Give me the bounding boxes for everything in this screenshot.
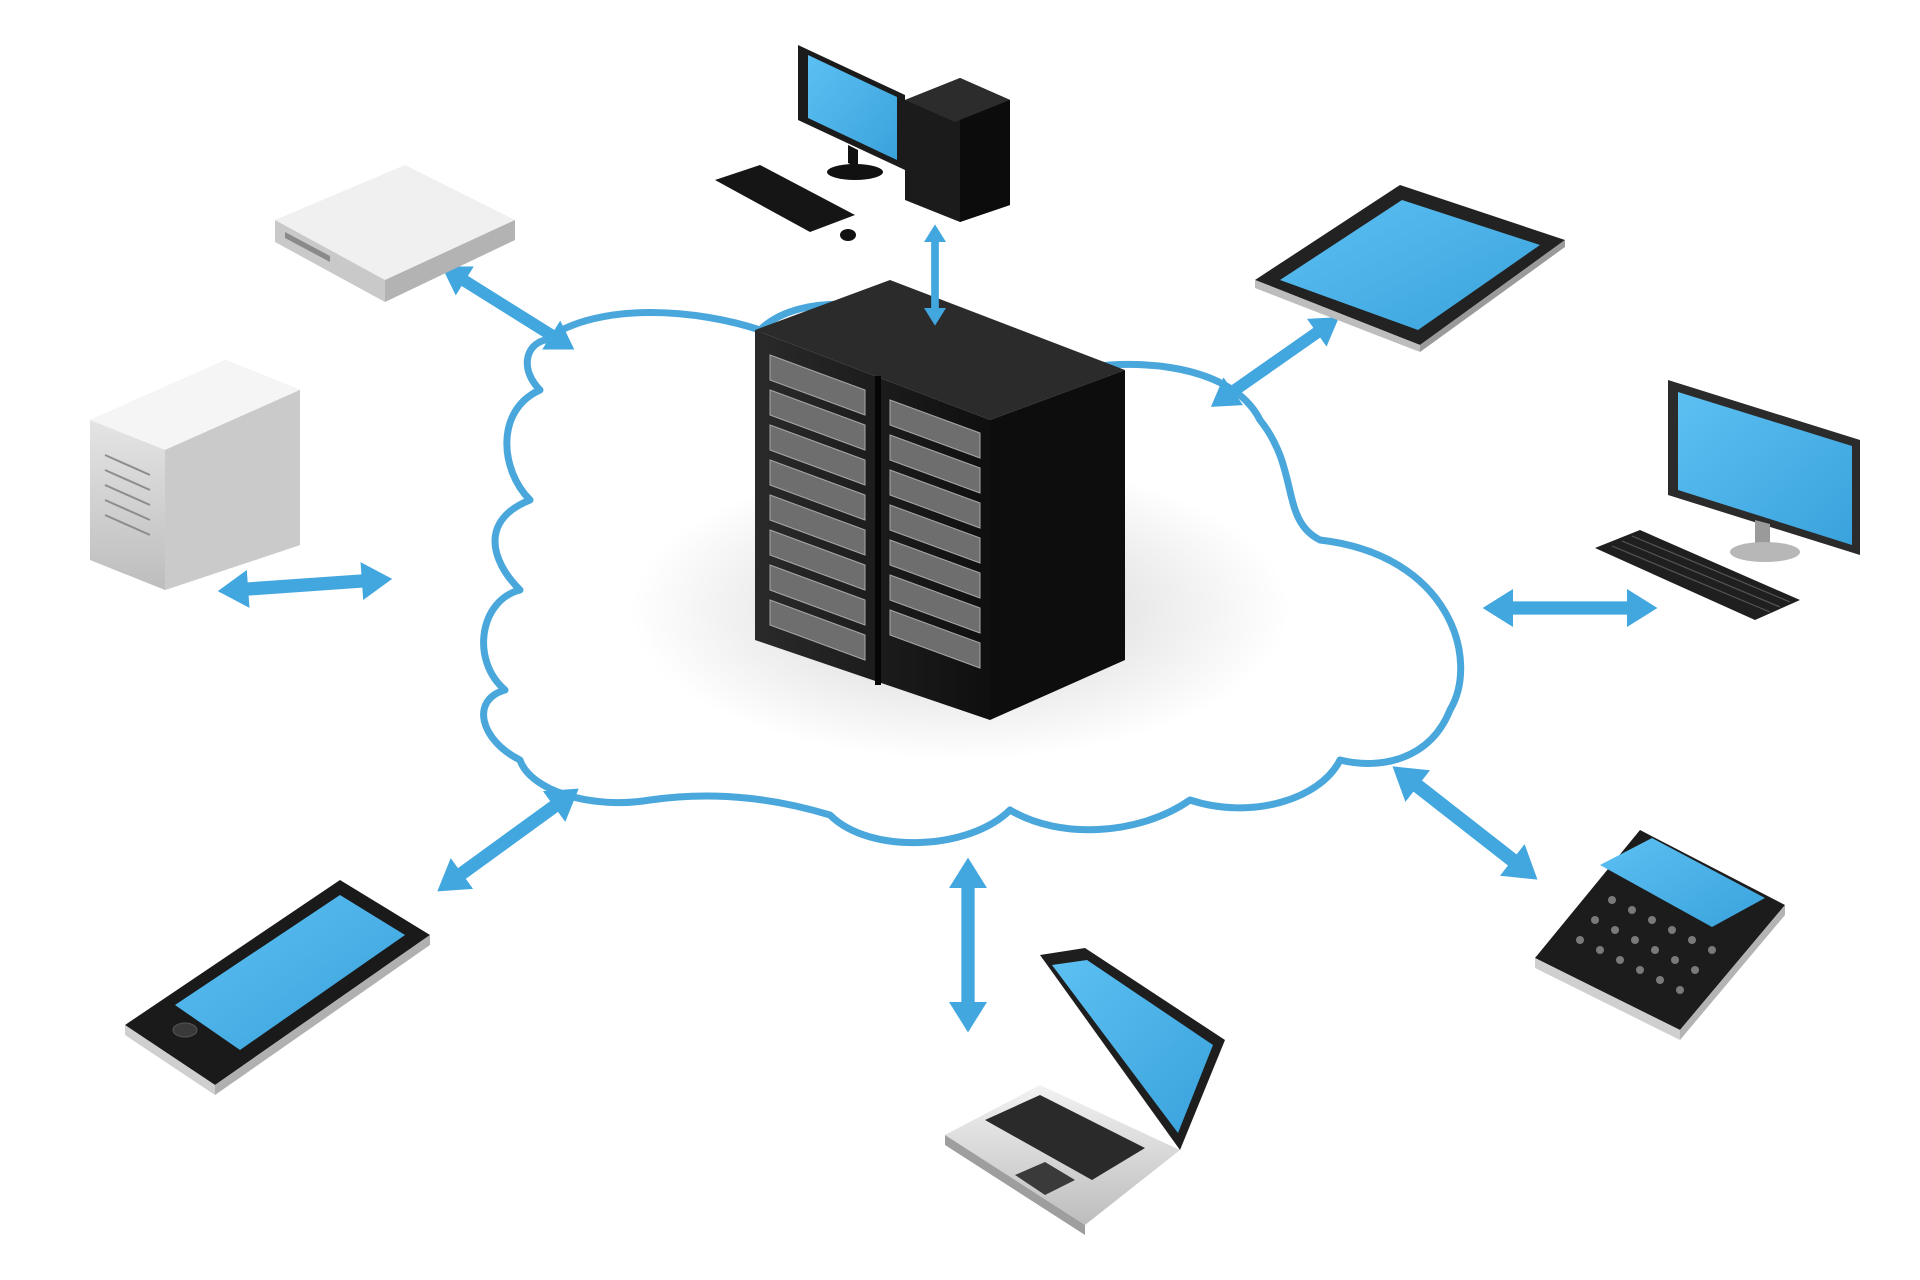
smartphone-icon bbox=[125, 880, 430, 1095]
arrow-laptop bbox=[949, 857, 987, 1033]
arrow-smartphone-keyboard bbox=[1380, 750, 1550, 896]
laptop-icon bbox=[945, 948, 1225, 1235]
tablet-icon bbox=[1255, 185, 1565, 352]
network-appliance-icon bbox=[275, 165, 515, 302]
smartphone-keyboard-icon bbox=[1535, 830, 1785, 1040]
tower-server-icon bbox=[90, 360, 300, 590]
arrow-tower-server bbox=[216, 559, 394, 611]
arrow-tablet bbox=[1201, 303, 1349, 421]
arrow-network-appliance bbox=[432, 252, 584, 364]
arrow-desktop bbox=[924, 224, 946, 326]
desktop-computer-icon bbox=[715, 45, 1010, 241]
monitor-keyboard-icon bbox=[1595, 380, 1860, 620]
server-rack-icon bbox=[755, 280, 1125, 720]
arrow-monitor-keyboard bbox=[1482, 589, 1658, 627]
arrow-smartphone bbox=[426, 773, 590, 907]
